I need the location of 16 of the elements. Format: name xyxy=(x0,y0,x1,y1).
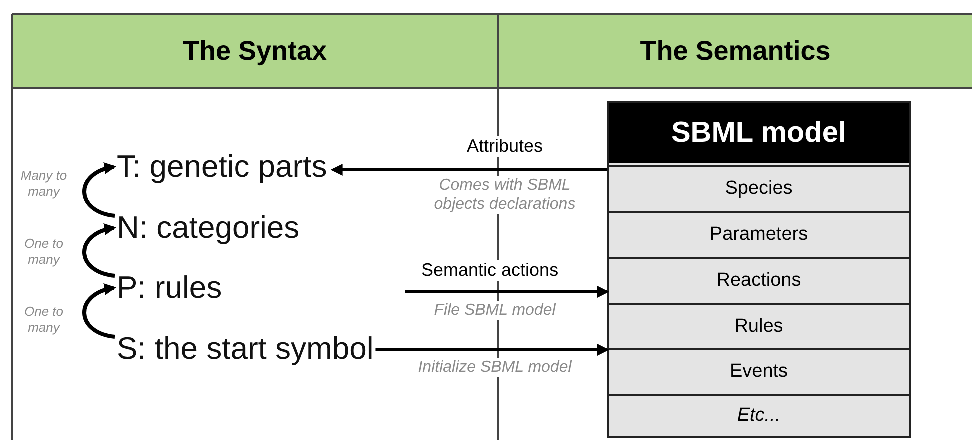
arrow xyxy=(330,164,607,176)
arrow xyxy=(82,224,116,278)
table-heading: SBML model xyxy=(609,103,909,163)
arrow xyxy=(376,344,610,356)
arrow xyxy=(82,163,116,218)
grammar-item: P: rules xyxy=(117,268,222,308)
grammar-item: S: the start symbol xyxy=(117,329,374,369)
edge-label: Semantic actions xyxy=(420,260,561,281)
column-header: The Semantics xyxy=(499,15,972,87)
grammar-item: N: categories xyxy=(117,208,300,248)
edge-label: Attributes xyxy=(465,136,546,157)
grammar-item: T: genetic parts xyxy=(117,147,328,187)
model-table xyxy=(607,101,911,438)
column-header: The Syntax xyxy=(13,15,497,87)
arrow xyxy=(405,286,610,298)
arrow xyxy=(82,284,116,339)
